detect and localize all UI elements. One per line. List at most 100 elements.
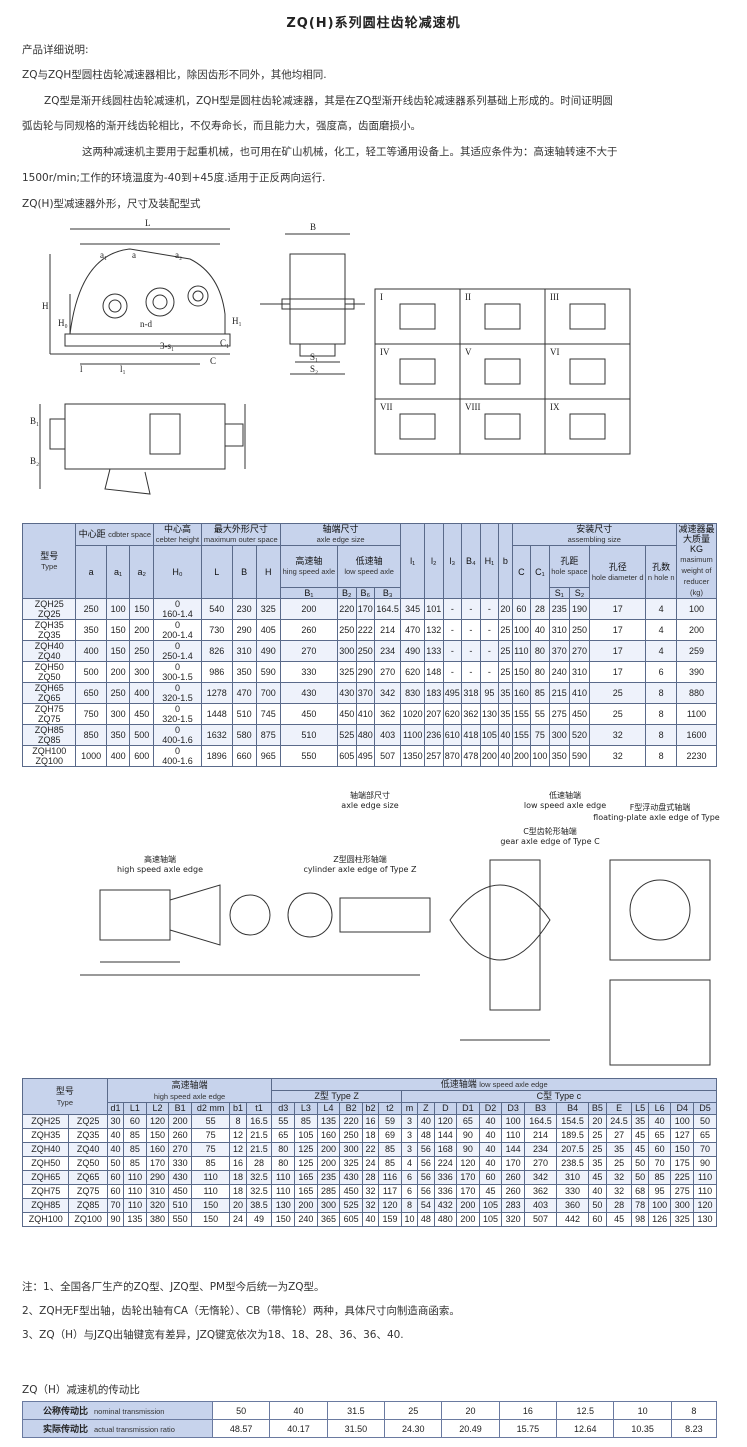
- th-col: H: [255, 545, 281, 599]
- table-cell: 500: [75, 661, 107, 683]
- table-cell: 470: [231, 682, 257, 704]
- table-cell: 60: [106, 1170, 125, 1185]
- table-cell: 236: [424, 724, 444, 746]
- table-cell: 200: [676, 619, 717, 641]
- dim-label: C₁: [220, 338, 229, 348]
- table-cell: 18: [229, 1184, 247, 1199]
- table-cell: -: [479, 661, 500, 683]
- intro-line: 弧齿轮与同规格的渐开线齿轮相比，不仅寿命长，而且能力大，强度高，齿面磨损小。: [22, 120, 421, 132]
- th2-z: Z型 Type Z: [271, 1090, 402, 1103]
- table-cell: 350: [105, 724, 131, 746]
- th-col: l₃: [442, 523, 463, 599]
- table-cell: ZQ65: [68, 1170, 108, 1185]
- table-cell: 730: [200, 619, 233, 641]
- table-cell: 310: [548, 619, 570, 641]
- dim-label: C: [210, 356, 216, 366]
- table-cell: 450: [168, 1184, 192, 1199]
- table-cell: 320: [145, 1198, 170, 1213]
- table-cell: 40: [478, 1128, 503, 1143]
- table-cell: 250: [355, 640, 376, 662]
- table-cell: 125: [294, 1156, 318, 1171]
- table-cell: 160: [145, 1142, 170, 1157]
- table-cell: 116: [378, 1170, 402, 1185]
- table-cell: 12: [229, 1142, 247, 1157]
- table-cell: 80: [271, 1156, 296, 1171]
- table-cell: 100: [670, 1114, 695, 1129]
- table-cell: 117: [378, 1184, 402, 1199]
- actual-cell: 40.17: [269, 1419, 328, 1438]
- table-cell: 133: [424, 640, 444, 662]
- table-cell: 40: [478, 1142, 503, 1157]
- th2-c: C型 Type c: [400, 1090, 718, 1103]
- th2-col: t1: [245, 1102, 273, 1115]
- table-cell: 470: [400, 619, 425, 641]
- table-cell: 25: [605, 1156, 633, 1171]
- table-cell: 175: [670, 1156, 695, 1171]
- table-cell: 220: [336, 598, 357, 620]
- table-cell: 50: [631, 1170, 649, 1185]
- table-cell: 120: [456, 1156, 480, 1171]
- table-cell: 507: [374, 745, 402, 767]
- th-col: B₂: [336, 587, 357, 599]
- th2-col: B1: [168, 1102, 192, 1115]
- table-cell: 120: [433, 1114, 458, 1129]
- table-cell: 410: [568, 682, 591, 704]
- nominal-cell: 50: [211, 1401, 271, 1420]
- nominal-cell: 31.5: [326, 1401, 386, 1420]
- actual-cell: 12.64: [556, 1419, 615, 1438]
- table-cell: 4: [400, 1156, 419, 1171]
- table-cell: 4: [645, 640, 677, 662]
- th-hole-dia-en: hole diameter d: [591, 572, 644, 582]
- nominal-label-en: nominal transmission: [94, 1407, 165, 1416]
- table-cell: 21.5: [245, 1128, 273, 1143]
- table-cell: 100: [647, 1198, 672, 1213]
- mount-label: V: [465, 347, 472, 357]
- table-cell: 56: [417, 1184, 435, 1199]
- table-cell: 56: [417, 1170, 435, 1185]
- table-cell: 283: [501, 1198, 525, 1213]
- table-cell: -: [479, 598, 500, 620]
- table-cell: 100: [501, 1114, 525, 1129]
- table-cell: 24.5: [605, 1114, 633, 1129]
- table-cell: 17: [589, 661, 647, 683]
- table-cell: 507: [523, 1212, 558, 1227]
- th-install: 安装尺寸: [576, 524, 613, 534]
- th2-col: B3: [523, 1102, 558, 1115]
- table-cell: 40: [588, 1184, 607, 1199]
- table-cell: 150: [271, 1212, 296, 1227]
- th-axle: 轴端尺寸: [322, 524, 359, 534]
- table-cell: 165: [294, 1170, 318, 1185]
- table-cell: 60: [588, 1212, 607, 1227]
- th2-col: L6: [647, 1102, 672, 1115]
- th2-col: d3: [271, 1102, 296, 1115]
- th-hole-num: 孔数: [652, 561, 671, 572]
- dim-label: n-d: [140, 319, 152, 329]
- table-cell: 270: [168, 1142, 192, 1157]
- actual-cell: 20.49: [441, 1419, 500, 1438]
- table-cell: 70: [647, 1156, 672, 1171]
- table-cell: 144: [501, 1142, 525, 1157]
- table-cell: 40: [361, 1212, 380, 1227]
- table-cell: 430: [168, 1170, 192, 1185]
- table-cell: 220: [339, 1114, 363, 1129]
- table-cell: 1896: [200, 745, 233, 767]
- table-cell: 826: [200, 640, 233, 662]
- table-cell: 620: [400, 661, 425, 683]
- table-cell: 350: [548, 745, 570, 767]
- th2-col: B4: [556, 1102, 590, 1115]
- mount-label: VIII: [465, 402, 481, 412]
- table-cell: 986: [200, 661, 233, 683]
- table-cell: 16.5: [245, 1114, 273, 1129]
- table-cell: 35: [605, 1142, 633, 1157]
- th-axle-en: axle edge size: [316, 535, 365, 544]
- table-cell: 120: [693, 1198, 717, 1213]
- table-cell: 150: [511, 661, 532, 683]
- th-high-en: hing speed axle: [282, 567, 336, 576]
- table-cell: 450: [129, 703, 155, 725]
- table-cell: 3: [400, 1114, 419, 1129]
- th2-col: Z: [417, 1102, 435, 1115]
